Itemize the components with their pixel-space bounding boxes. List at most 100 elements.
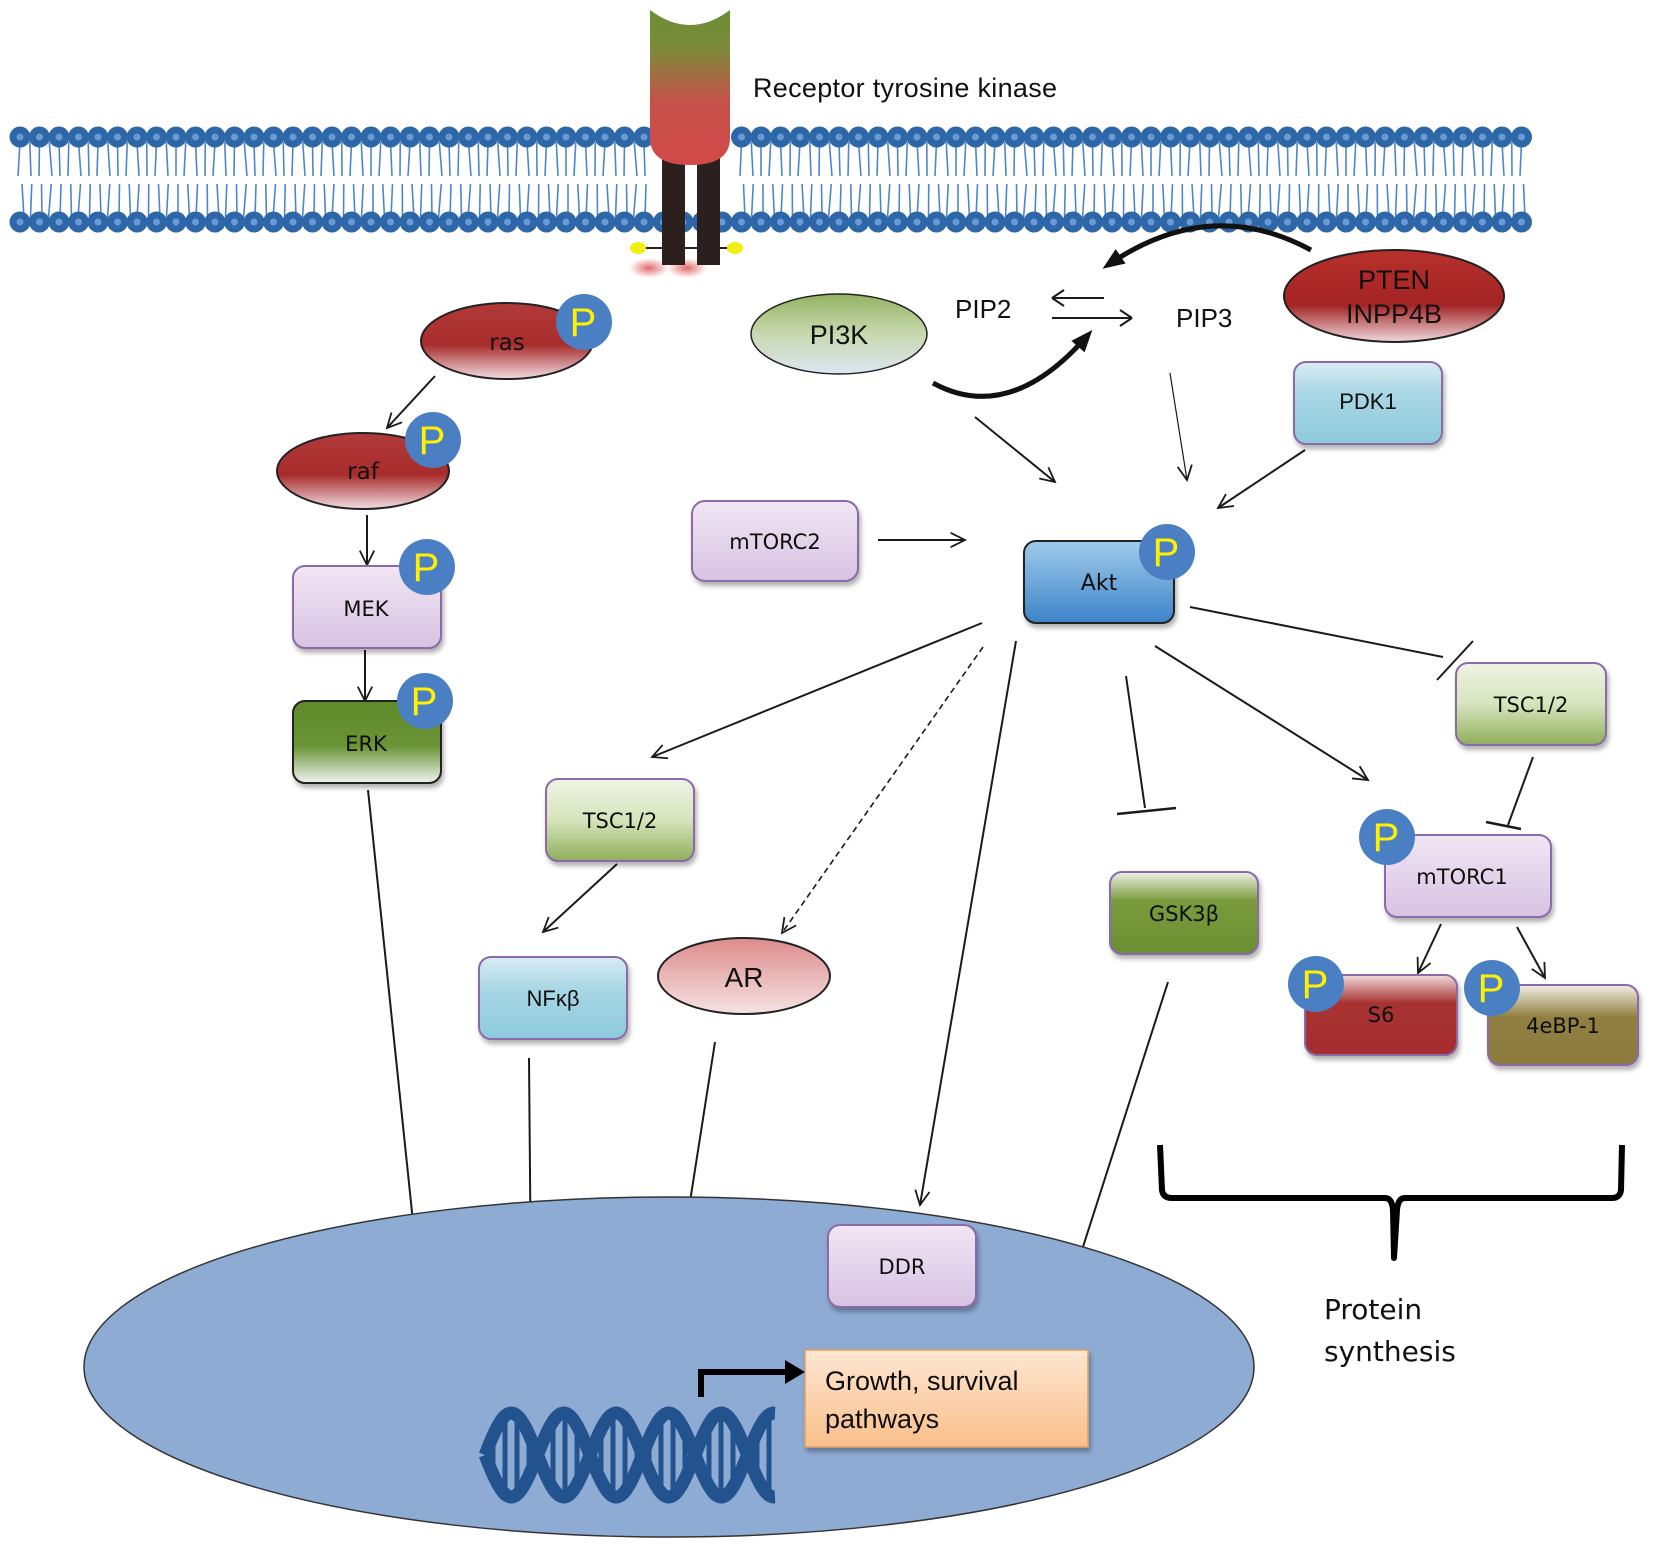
lipid-head-highlight xyxy=(250,218,258,226)
lipid-head-highlight xyxy=(640,218,648,226)
lipid-head-highlight xyxy=(1069,133,1077,141)
lipid-tail xyxy=(1364,141,1368,177)
mek-shape xyxy=(292,565,442,649)
lipid-head-highlight xyxy=(1401,218,1408,226)
lipid-head-highlight xyxy=(1128,218,1135,226)
lipid-tail xyxy=(106,183,111,219)
lipid-head-highlight xyxy=(855,218,862,226)
lipid-head-highlight xyxy=(36,218,43,226)
node-mtorc2[interactable]: mTORC2 xyxy=(691,500,859,582)
lipid-tail xyxy=(1501,141,1505,177)
phospho-badge-mtorc1: P xyxy=(1359,809,1415,865)
lipid-head-highlight xyxy=(1479,133,1486,141)
edge-akt-tsc-left xyxy=(652,622,983,757)
lipid-tail xyxy=(1239,183,1243,219)
node-4ebp1[interactable]: 4eBP-1 xyxy=(1487,984,1639,1066)
node-growth-survival[interactable]: Growth, survival pathways xyxy=(804,1349,1089,1448)
lipid-tail xyxy=(17,141,21,177)
dna-strand xyxy=(478,1406,776,1504)
lipid-head-highlight xyxy=(796,133,804,141)
node-akt[interactable]: Akt xyxy=(1023,540,1175,624)
lipid-tail xyxy=(1442,141,1447,177)
lipid-tail xyxy=(1434,183,1438,219)
lipid-head-highlight xyxy=(1186,133,1194,141)
nfkb-shape xyxy=(478,956,628,1040)
node-erk[interactable]: ERK xyxy=(292,700,442,784)
protein-synthesis-brace xyxy=(1157,1144,1625,1261)
node-raf[interactable]: raf xyxy=(276,432,450,510)
node-ar[interactable]: AR xyxy=(657,937,831,1015)
lipid-tail xyxy=(739,141,743,177)
lipid-head-highlight xyxy=(1147,133,1155,141)
node-pi3k[interactable]: PI3K xyxy=(750,293,928,375)
transcription-arrowhead xyxy=(785,1360,805,1384)
lipid-tail xyxy=(1266,141,1269,177)
lipid-tail xyxy=(1140,183,1145,219)
node-ddr[interactable]: DDR xyxy=(827,1224,977,1308)
lipid-tail xyxy=(1217,183,1223,219)
edge-pten-dephosphorylation-curve xyxy=(1102,223,1313,269)
lipid-tail xyxy=(750,141,754,177)
lipid-tail xyxy=(1432,141,1435,177)
lipid-head-highlight xyxy=(1303,133,1311,141)
lipid-head-highlight xyxy=(406,218,414,226)
lipid-head-highlight xyxy=(757,133,765,141)
node-s6[interactable]: S6 xyxy=(1304,974,1458,1056)
lipid-head-highlight xyxy=(1206,133,1213,141)
edge-pi3k-catalysis-curve xyxy=(931,330,1093,399)
lipid-tail xyxy=(1276,183,1281,219)
transcription-start-arrow xyxy=(698,1369,790,1397)
lipid-head-highlight xyxy=(153,218,160,226)
lipid-tail xyxy=(1461,141,1464,177)
node-mtorc1[interactable]: mTORC1 xyxy=(1384,834,1552,918)
lipid-head-highlight xyxy=(582,218,589,226)
node-nfkb[interactable]: NFκβ xyxy=(478,956,628,1040)
lipid-tail xyxy=(186,183,191,219)
lipid-tail xyxy=(28,141,32,177)
lipid-tail xyxy=(1103,183,1107,219)
lipid-tail xyxy=(1335,183,1340,219)
node-tsc-right[interactable]: TSC1/2 xyxy=(1455,662,1607,746)
lipid-tail xyxy=(526,141,530,177)
growth-shape xyxy=(804,1349,1089,1448)
lipid-head-highlight xyxy=(172,218,180,226)
lipid-tail xyxy=(253,141,256,177)
lipid-head-highlight xyxy=(504,133,511,141)
node-gsk3b[interactable]: GSK3β xyxy=(1109,871,1259,955)
edge-akt-ar xyxy=(782,646,984,933)
lipid-tail xyxy=(771,183,776,219)
lipid-tail xyxy=(613,141,617,177)
lipid-head-highlight xyxy=(1108,218,1116,226)
lipid-tail xyxy=(1100,141,1104,177)
lipid-tail xyxy=(467,141,472,177)
node-tsc-left[interactable]: TSC1/2 xyxy=(545,778,695,862)
lipid-tail xyxy=(1257,141,1260,177)
phospho-label: P xyxy=(1478,967,1505,1011)
lipid-head-highlight xyxy=(1284,133,1291,141)
lipid-head-highlight xyxy=(855,133,862,141)
lipid-head-highlight xyxy=(718,218,726,226)
lipid-tail xyxy=(1335,141,1339,177)
lipid-head-highlight xyxy=(94,218,102,226)
phospho-circle-icon xyxy=(405,412,461,468)
node-pdk1[interactable]: PDK1 xyxy=(1293,361,1443,445)
lipid-tail xyxy=(311,141,314,177)
lipid-head-highlight xyxy=(504,218,511,226)
lipid-head-highlight xyxy=(16,133,24,141)
lipid-head-highlight xyxy=(816,218,823,226)
lipid-tail xyxy=(847,141,850,177)
node-mek[interactable]: MEK xyxy=(292,565,442,649)
node-pten-inpp4b[interactable]: PTEN INPP4B xyxy=(1283,249,1505,343)
lipid-tail xyxy=(905,141,909,177)
lipid-tail xyxy=(272,141,277,177)
lipid-head-highlight xyxy=(777,218,784,226)
lipid-tail xyxy=(486,141,489,177)
lipid-tail xyxy=(67,141,70,177)
lipid-tail xyxy=(389,141,393,177)
lipid-head-highlight xyxy=(1420,218,1428,226)
lipid-head-highlight xyxy=(1167,133,1174,141)
lipid-tail xyxy=(868,183,872,219)
lipid-tail xyxy=(1519,141,1523,177)
lipid-head-highlight xyxy=(601,218,609,226)
